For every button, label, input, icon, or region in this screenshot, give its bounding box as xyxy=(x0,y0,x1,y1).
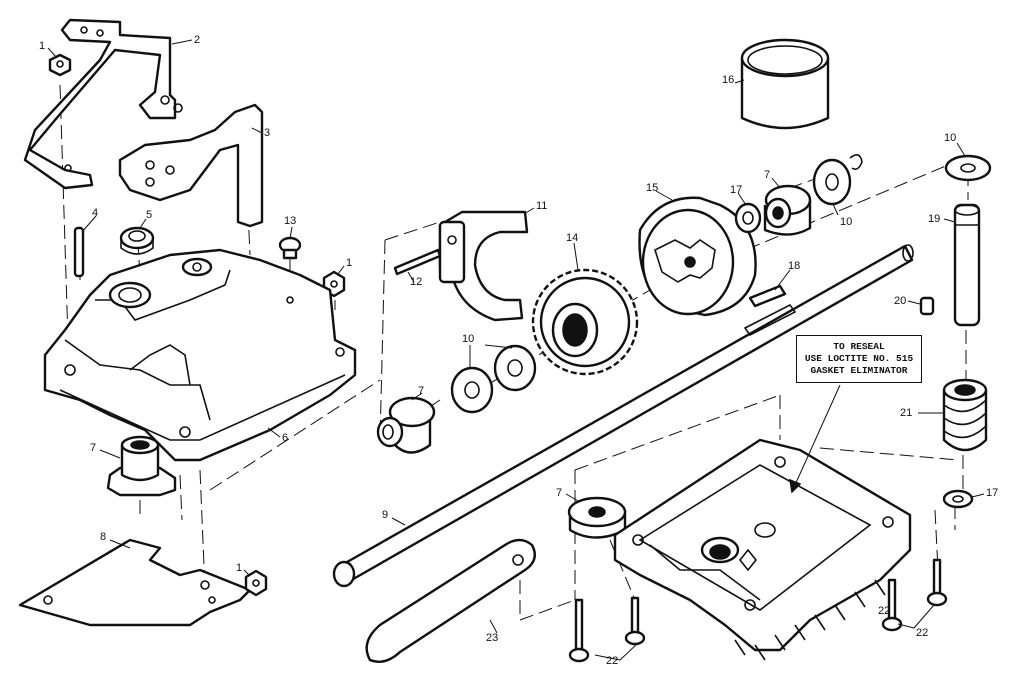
callout-6: 6 xyxy=(282,432,289,444)
callout-17-right: 17 xyxy=(986,487,999,499)
part-3-lever xyxy=(118,103,264,228)
part-14-gear xyxy=(531,268,639,376)
callout-22-far-right: 22 xyxy=(878,605,891,617)
part-22-screw-d xyxy=(926,558,948,607)
callout-3: 3 xyxy=(264,127,271,139)
part-9-shaft xyxy=(332,244,914,588)
part-2-bracket xyxy=(23,18,183,190)
callout-22-left: 22 xyxy=(606,655,619,667)
part-5-pin xyxy=(73,226,85,278)
callout-7-lower: 7 xyxy=(556,487,563,499)
callout-4: 5 xyxy=(146,209,153,221)
callout-21: 21 xyxy=(900,407,913,419)
part-20-key xyxy=(919,296,935,316)
callout-7-left: 7 xyxy=(90,442,97,454)
callout-leader-lines xyxy=(47,39,985,661)
part-13-plug xyxy=(278,236,302,260)
part-7-bushing-lower xyxy=(567,496,627,539)
part-4-seal xyxy=(119,226,155,255)
part-11-shift-fork xyxy=(438,210,529,322)
callout-14: 14 xyxy=(566,232,579,244)
callout-16: 16 xyxy=(722,74,735,86)
part-22-screw-b xyxy=(624,596,646,646)
part-8-plate xyxy=(18,538,252,627)
callout-22-right: 22 xyxy=(916,627,929,639)
part-7-bushing-center xyxy=(376,396,436,454)
part-21-worm-gear xyxy=(942,378,988,452)
callout-1-right: 1 xyxy=(346,257,353,269)
callout-1-bottom: 1 xyxy=(236,562,243,574)
reseal-note-line1: TO RESEAL xyxy=(833,341,885,352)
callout-17-top: 17 xyxy=(730,184,743,196)
callout-12: 12 xyxy=(410,276,423,288)
part-22-screw-a xyxy=(568,598,590,663)
reseal-note-line2: USE LOCTITE NO. 515 xyxy=(804,352,914,364)
callout-19: 19 xyxy=(928,213,941,225)
callout-8: 8 xyxy=(100,531,107,543)
callout-23: 23 xyxy=(486,632,499,644)
callout-1: 1 xyxy=(39,40,46,52)
reseal-note: TO RESEAL USE LOCTITE NO. 515 GASKET ELI… xyxy=(796,335,922,383)
part-10-washer-top xyxy=(812,154,863,206)
callout-11: 11 xyxy=(536,200,548,212)
part-22-screw-c xyxy=(881,578,903,632)
callout-9: 9 xyxy=(382,509,389,521)
part-10-washer-a xyxy=(493,344,537,392)
callout-20: 20 xyxy=(894,295,907,307)
part-6-housing-cover xyxy=(43,248,357,462)
part-7-bushing-right xyxy=(763,184,812,236)
part-23-shift-arm xyxy=(365,538,536,663)
callout-10-top: 10 xyxy=(840,216,853,228)
part-10-washer-right xyxy=(944,154,992,182)
callout-18: 18 xyxy=(788,260,801,272)
callout-5: 4 xyxy=(92,207,99,219)
part-1-nut-top xyxy=(48,53,72,77)
callout-15: 15 xyxy=(646,182,659,194)
callout-7-right: 7 xyxy=(764,169,771,181)
part-16-bearing-sleeve xyxy=(740,38,830,130)
callout-10-right: 10 xyxy=(944,132,957,144)
part-18-key xyxy=(748,284,787,308)
lower-housing xyxy=(613,438,912,661)
callout-7-center: 7 xyxy=(418,385,425,397)
part-15-clutch-drum xyxy=(638,196,757,317)
part-17-clip-right xyxy=(942,489,974,509)
part-1-nut-bottom xyxy=(244,569,268,597)
part-10-washer-b xyxy=(450,366,494,414)
callout-10-center: 10 xyxy=(462,333,475,345)
part-12-pin xyxy=(393,248,442,276)
callout-13: 13 xyxy=(284,215,297,227)
reseal-note-line3: GASKET ELIMINATOR xyxy=(810,364,908,376)
part-17-clip-top xyxy=(734,202,762,234)
part-19-shaft-vertical xyxy=(953,203,981,327)
part-7-bushing-left xyxy=(106,435,177,497)
callout-2: 2 xyxy=(194,34,201,46)
